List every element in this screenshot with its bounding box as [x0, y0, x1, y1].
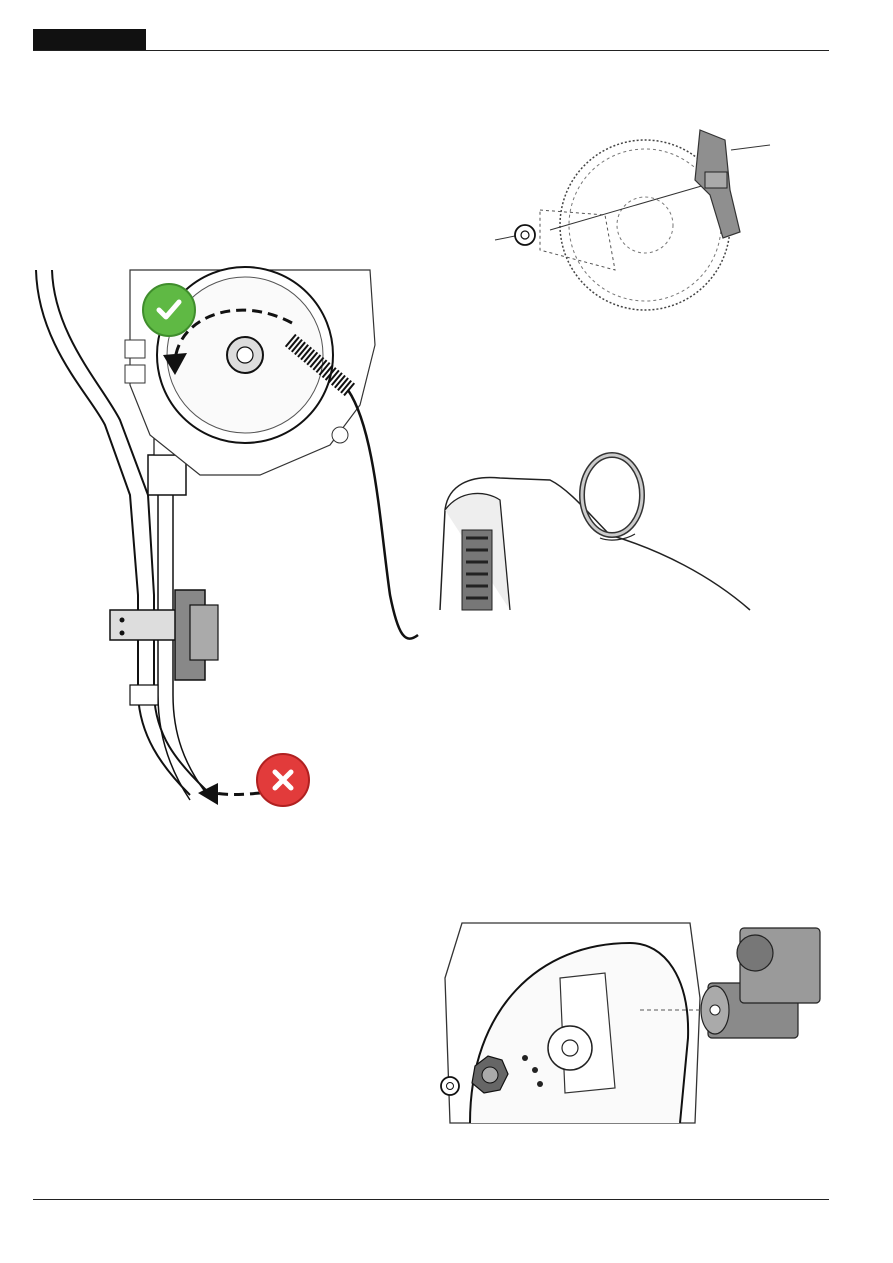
check-icon	[142, 283, 196, 337]
ejector-disc-figure	[495, 120, 780, 285]
footer-rule	[33, 1199, 829, 1200]
seal-ring-figure	[440, 450, 755, 615]
cross-icon	[256, 753, 310, 807]
motor-assembly-figure	[440, 918, 835, 1128]
header-rule	[33, 50, 829, 51]
header-tab	[33, 29, 146, 51]
cleaning-brush-figure	[30, 265, 430, 825]
